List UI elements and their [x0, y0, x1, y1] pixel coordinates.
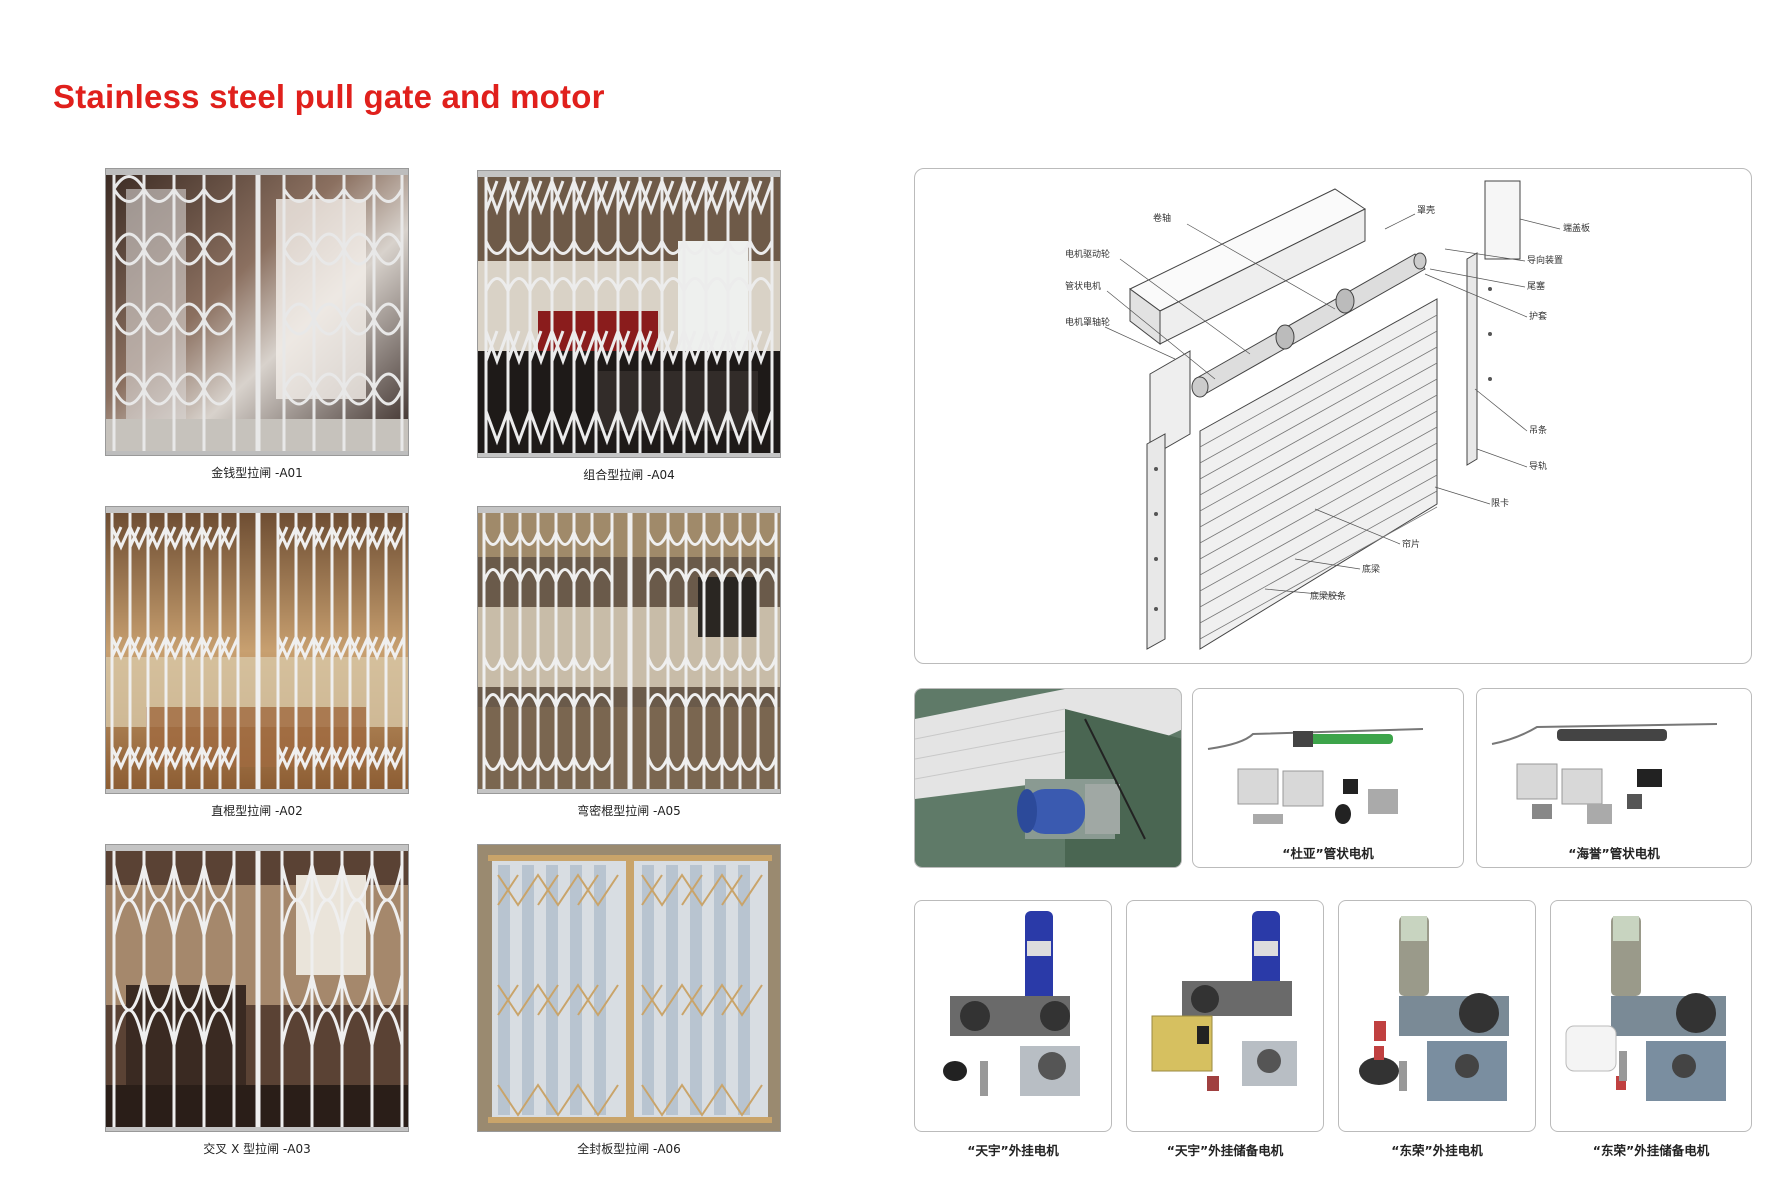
- motor-caption-tianyu-backup: “天宇”外挂储备电机: [1166, 1143, 1284, 1158]
- label-xianka: 限卡: [1491, 497, 1509, 509]
- gate-photo-a05: [477, 506, 781, 794]
- gate-photo-a01: [105, 168, 409, 456]
- motor-haiyu-box: “海誉”管状电机: [1476, 688, 1752, 868]
- gate-caption-a01: 金钱型拉闸 -A01: [211, 466, 303, 480]
- label-dianji-zhaozhoulun: 电机罩轴轮: [1065, 316, 1110, 328]
- label-weisai: 尾塞: [1527, 280, 1545, 292]
- label-diaotiao: 吊条: [1529, 424, 1547, 436]
- gate-caption-a04: 组合型拉闸 -A04: [583, 468, 675, 482]
- label-guanzhuang-dianji: 管状电机: [1065, 280, 1101, 292]
- motor-install-photo: [914, 688, 1182, 868]
- label-yepian: 帘片: [1402, 538, 1420, 550]
- gate-photo-a06: [477, 844, 781, 1132]
- label-dianji-chuandonglun: 电机驱动轮: [1065, 248, 1110, 260]
- gate-caption-a05: 弯密棍型拉闸 -A05: [577, 804, 681, 818]
- label-juanzhou: 卷轴: [1153, 212, 1171, 224]
- motor-dooya-box: “杜亚”管状电机: [1192, 688, 1464, 868]
- label-diliang: 底梁: [1362, 563, 1380, 575]
- label-daoxiang-zhuangzhi: 导向装置: [1527, 254, 1563, 266]
- motor-caption-dongrong-backup: “东荣”外挂储备电机: [1592, 1143, 1710, 1158]
- label-daogui: 导轨: [1529, 460, 1547, 472]
- gate-caption-a06: 全封板型拉闸 -A06: [577, 1142, 681, 1156]
- motor-caption-dongrong: “东荣”外挂电机: [1391, 1143, 1483, 1158]
- rolling-shutter-exploded-diagram: 卷轴 罩壳 电机驱动轮 管状电机 电机罩轴轮 端盖板 导向装置 尾塞 护套 吊条…: [914, 168, 1752, 664]
- motor-tianyu-box: [914, 900, 1112, 1132]
- label-duangaiban: 端盖板: [1563, 222, 1590, 234]
- motor-dongrong-backup-box: [1550, 900, 1752, 1132]
- motor-dongrong-box: [1338, 900, 1536, 1132]
- gate-photo-a04: [477, 170, 781, 458]
- label-zhaoke: 罩壳: [1417, 204, 1435, 216]
- motor-caption-dooya: “杜亚”管状电机: [1282, 846, 1374, 861]
- motor-tianyu-backup-box: [1126, 900, 1324, 1132]
- gate-photo-a03: [105, 844, 409, 1132]
- label-hutao: 护套: [1529, 310, 1547, 322]
- page-title: Stainless steel pull gate and motor: [53, 78, 605, 115]
- gate-caption-a02: 直棍型拉闸 -A02: [211, 804, 303, 818]
- gate-caption-a03: 交叉 X 型拉闸 -A03: [203, 1142, 311, 1156]
- label-diliang-jiaotiao: 底梁胶条: [1310, 590, 1346, 602]
- motor-caption-haiyu: “海誉”管状电机: [1568, 846, 1660, 861]
- gate-photo-a02: [105, 506, 409, 794]
- motor-caption-tianyu: “天宇”外挂电机: [967, 1143, 1059, 1158]
